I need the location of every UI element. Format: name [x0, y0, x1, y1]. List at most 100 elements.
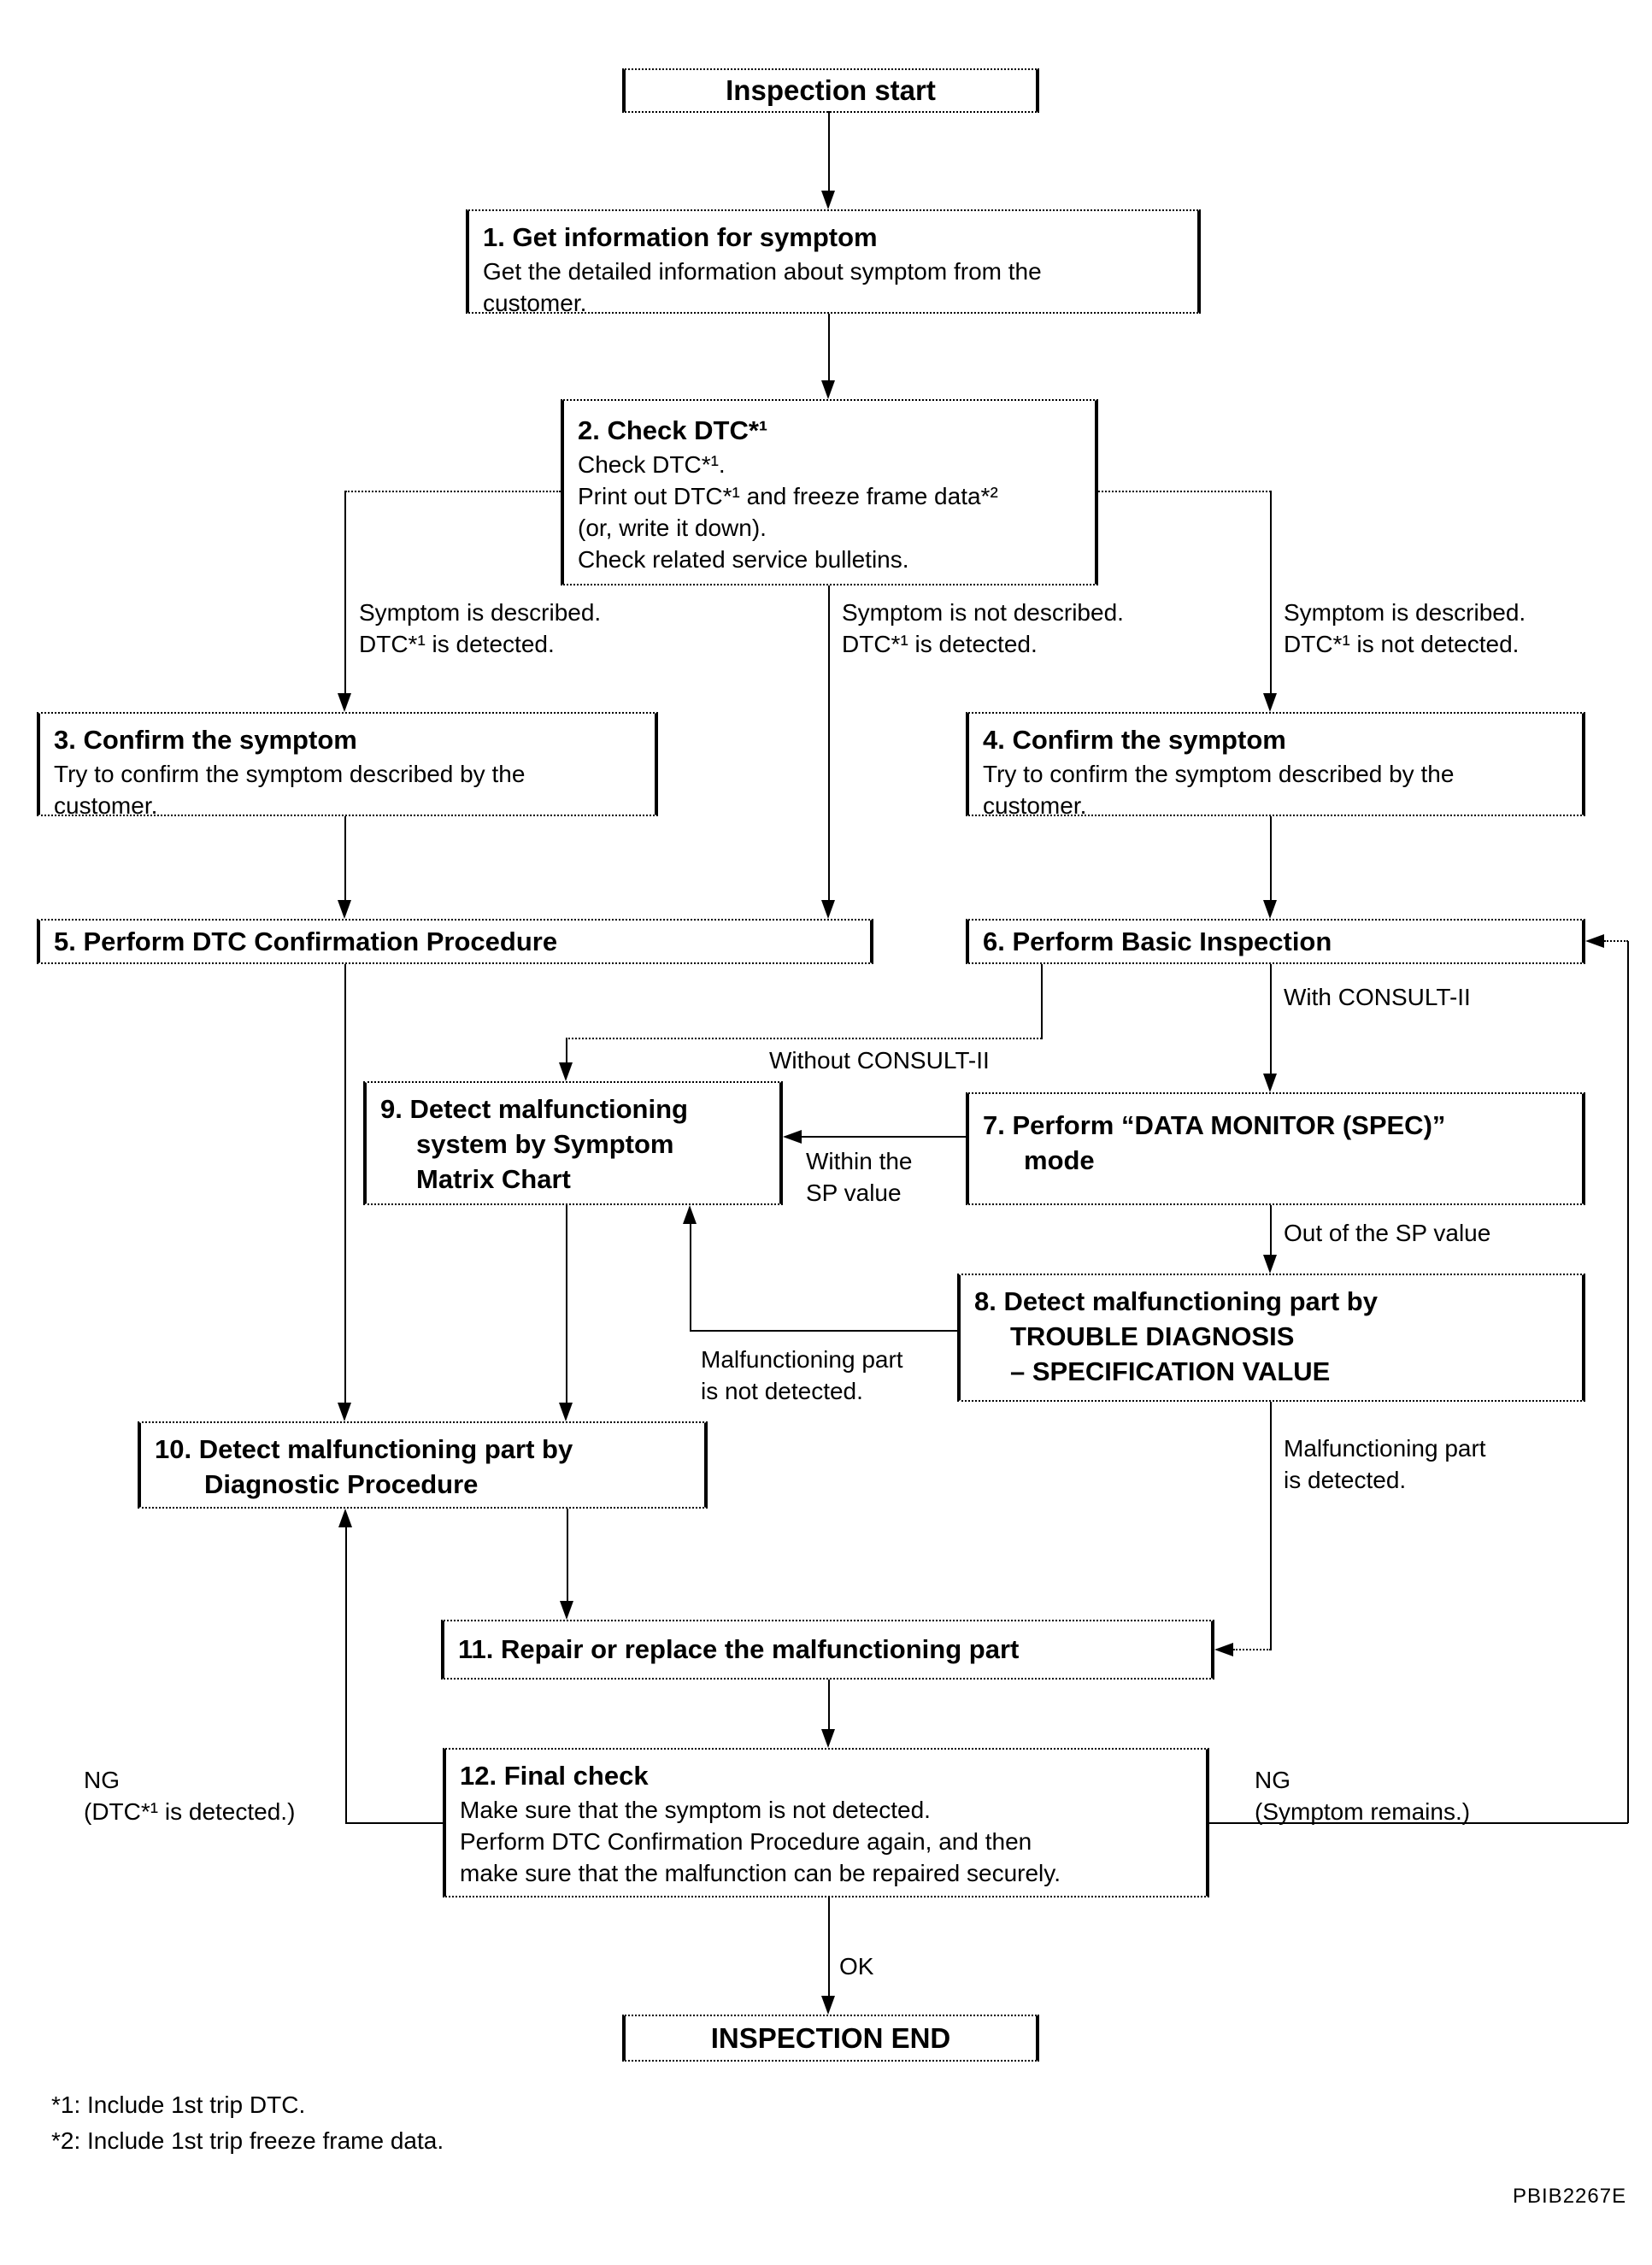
arrowhead-down-icon [1263, 1255, 1277, 1274]
connector-step3-to-step5 [344, 816, 346, 902]
edge-label-line: DTC*¹ is detected. [842, 631, 1038, 657]
connector-step4-to-step6 [1270, 816, 1272, 902]
edge-label-line: Malfunctioning part [1284, 1435, 1486, 1462]
step12-title: 12. Final check [460, 1761, 649, 1791]
node-step9: 9. Detect malfunctioning system by Sympt… [363, 1081, 783, 1205]
step2-body-line: Check DTC*¹. [578, 451, 726, 478]
step5-title: 5. Perform DTC Confirmation Procedure [54, 926, 558, 956]
edge-label-line: Without CONSULT-II [769, 1047, 990, 1074]
connector-step2-left-stub [345, 491, 561, 492]
step2-body-line: Check related service bulletins. [578, 546, 909, 573]
edge-label-line: With CONSULT-II [1284, 984, 1471, 1010]
edge-label-part-detected: Malfunctioning part is detected. [1284, 1433, 1486, 1496]
connector-ng-right-bend [1209, 1822, 1628, 1824]
connector-step8-feedback-bend [690, 1330, 957, 1332]
step4-body-line: Try to confirm the symptom described by … [983, 761, 1455, 787]
step1-title: 1. Get information for symptom [483, 222, 878, 252]
connector-ng-right-into-step6 [1604, 940, 1628, 942]
step8-title-line: TROUBLE DIAGNOSIS [1010, 1321, 1295, 1351]
connector-step11-to-step12 [828, 1680, 830, 1731]
connector-step10-to-step11 [567, 1509, 568, 1603]
node-step4: 4. Confirm the symptom Try to confirm th… [966, 712, 1585, 819]
node-step6: 6. Perform Basic Inspection [966, 919, 1585, 964]
edge-label-left-branch: Symptom is described. DTC*¹ is detected. [359, 597, 601, 660]
edge-label-line: DTC*¹ is not detected. [1284, 631, 1520, 657]
step1-body-line: customer. [483, 290, 587, 316]
step3-title: 3. Confirm the symptom [54, 725, 357, 755]
connector-step2-to-step4 [1270, 491, 1272, 695]
edge-label-line: NG [1255, 1767, 1290, 1793]
step2-body-line: (or, write it down). [578, 515, 767, 541]
edge-label-line: (DTC*¹ is detected.) [84, 1798, 296, 1825]
connector-step2-to-step5 [828, 585, 830, 902]
node-step11: 11. Repair or replace the malfunctioning… [441, 1620, 1214, 1680]
step9-title-line: system by Symptom [416, 1129, 674, 1159]
node-step2: 2. Check DTC*¹ Check DTC*¹. Print out DT… [561, 399, 1098, 585]
connector-step6-without-consult-stub [1041, 964, 1043, 1039]
edge-label-ng-right: NG (Symptom remains.) [1255, 1764, 1470, 1827]
connector-ng-right-up [1627, 941, 1629, 1823]
edge-label-without-consult: Without CONSULT-II [769, 1044, 990, 1076]
edge-label-line: Symptom is described. [1284, 599, 1526, 626]
node-inspection-start: Inspection start [622, 68, 1039, 113]
connector-step2-to-step3 [344, 491, 346, 695]
arrowhead-down-icon [338, 1403, 351, 1421]
connector-step12-to-end [828, 1897, 830, 1997]
edge-label-line: Symptom is not described. [842, 599, 1124, 626]
footnote-line: *2: Include 1st trip freeze frame data. [51, 2127, 444, 2154]
step4-body-line: customer. [983, 792, 1087, 819]
connector-ng-left-up [345, 1527, 347, 1824]
connector-step1-to-step2 [828, 314, 830, 382]
edge-label-line: Malfunctioning part [701, 1346, 903, 1373]
step6-title: 6. Perform Basic Inspection [983, 926, 1332, 956]
arrowhead-up-icon [338, 1509, 352, 1527]
arrowhead-up-icon [683, 1205, 697, 1224]
step12-body-line: Perform DTC Confirmation Procedure again… [460, 1828, 1032, 1855]
node-step7: 7. Perform “DATA MONITOR (SPEC)” mode [966, 1092, 1585, 1205]
arrowhead-down-icon [559, 1403, 573, 1421]
step12-body-line: make sure that the malfunction can be re… [460, 1860, 1061, 1886]
node-step5: 5. Perform DTC Confirmation Procedure [37, 919, 873, 964]
arrowhead-down-icon [821, 900, 835, 919]
connector-without-consult-to-step9 [566, 1038, 567, 1064]
arrowhead-down-icon [821, 1996, 835, 2015]
edge-label-line: is not detected. [701, 1378, 863, 1404]
connector-step7-to-step8 [1270, 1205, 1272, 1256]
step10-title-line: 10. Detect malfunctioning part by [155, 1434, 573, 1464]
node-step3: 3. Confirm the symptom Try to confirm th… [37, 712, 658, 819]
step8-title-line: – SPECIFICATION VALUE [1010, 1356, 1331, 1386]
connector-start-to-step1 [828, 111, 830, 192]
edge-label-within-sp: Within the SP value [806, 1145, 913, 1209]
connector-step2-right-stub [1098, 491, 1271, 492]
inspection-start-label: Inspection start [726, 74, 936, 106]
step12-body-line: Make sure that the symptom is not detect… [460, 1797, 931, 1823]
edge-label-line: NG [84, 1767, 120, 1793]
step9-title-line: Matrix Chart [416, 1164, 571, 1194]
edge-label-line: (Symptom remains.) [1255, 1798, 1471, 1825]
connector-without-consult-bend [566, 1038, 1042, 1039]
edge-label-ng-left: NG (DTC*¹ is detected.) [84, 1764, 295, 1827]
arrowhead-down-icon [1263, 693, 1277, 712]
edge-label-line: DTC*¹ is detected. [359, 631, 555, 657]
edge-label-line: Symptom is described. [359, 599, 602, 626]
edge-label-line: SP value [806, 1180, 902, 1206]
edge-label-part-not-detected: Malfunctioning part is not detected. [701, 1344, 903, 1407]
arrowhead-down-icon [560, 1601, 573, 1620]
arrowhead-down-icon [1263, 900, 1277, 919]
edge-label-right-branch: Symptom is described. DTC*¹ is not detec… [1284, 597, 1526, 660]
step8-title-line: 8. Detect malfunctioning part by [974, 1286, 1378, 1316]
footnote-line: *1: Include 1st trip DTC. [51, 2091, 306, 2118]
connector-step6-to-step7 [1270, 964, 1272, 1075]
step3-body-line: Try to confirm the symptom described by … [54, 761, 526, 787]
step1-body-line: Get the detailed information about sympt… [483, 258, 1042, 285]
node-step12: 12. Final check Make sure that the sympt… [443, 1748, 1209, 1897]
edge-label-with-consult: With CONSULT-II [1284, 981, 1471, 1013]
node-step8: 8. Detect malfunctioning part by TROUBLE… [957, 1274, 1585, 1402]
edge-label-line: is detected. [1284, 1467, 1407, 1493]
step10-title-line: Diagnostic Procedure [204, 1469, 479, 1499]
inspection-end-label: INSPECTION END [710, 2021, 951, 2054]
edge-label-line: Within the [806, 1148, 913, 1174]
arrowhead-down-icon [338, 900, 351, 919]
arrowhead-down-icon [821, 380, 835, 399]
